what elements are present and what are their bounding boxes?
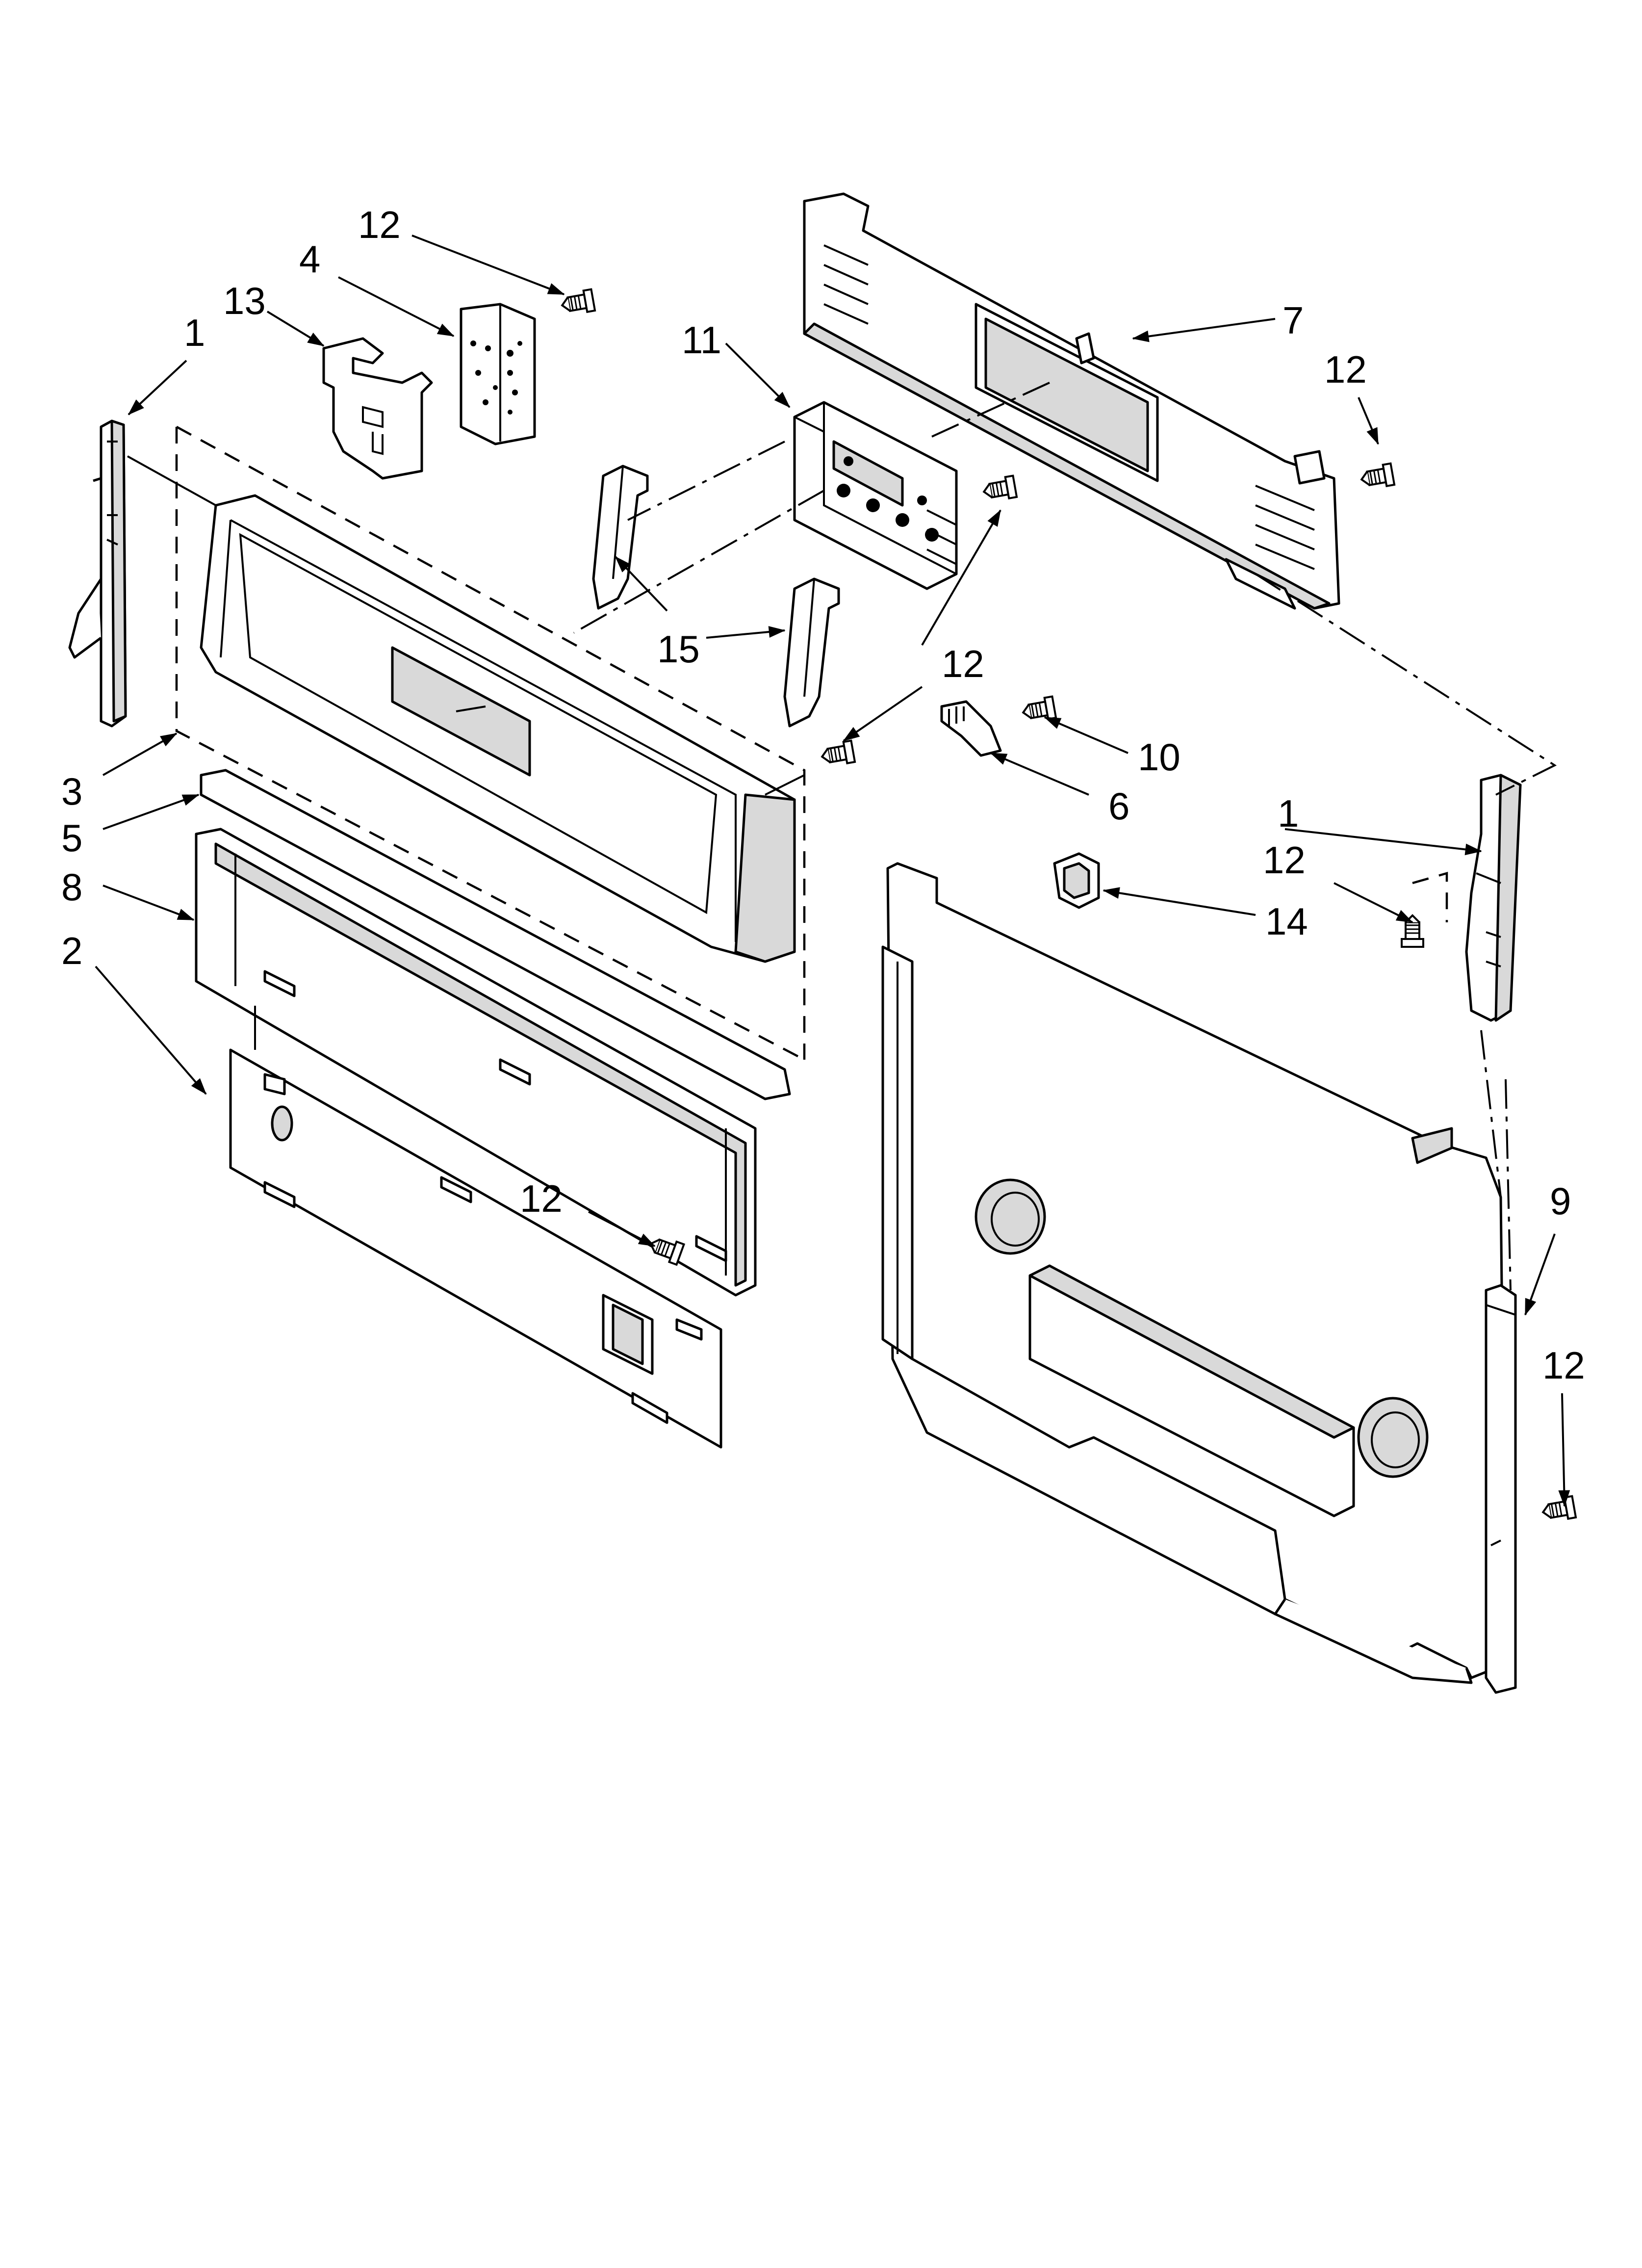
callout-12: 12 [1542,1344,1585,1387]
callout-12: 12 [358,203,401,246]
callout-9: 9 [1550,1179,1571,1223]
callout-2: 2 [61,929,82,972]
callout-3: 3 [61,770,82,813]
end-cap-upper [592,465,649,610]
screw-console [819,739,856,769]
screw-frame [1540,1495,1577,1524]
callout-15: 15 [657,627,700,671]
access-panel [229,1048,722,1449]
small-bracket [940,700,1002,757]
screw-rear-right [1359,462,1396,492]
assembly-line-f [1480,1030,1502,1198]
side-bracket-left [68,419,127,728]
callout-11: 11 [682,318,721,362]
rear-panel [803,192,1340,610]
callout-1: 1 [184,311,205,354]
end-cap-lower [783,577,840,728]
mount-bracket [322,337,433,480]
callout-10: 10 [1138,735,1180,779]
callout-5: 5 [61,816,82,860]
callout-14: 14 [1265,900,1308,943]
control-board [460,303,536,445]
wire-clip [1053,852,1100,909]
electronic-control-module [793,401,958,590]
callout-6: 6 [1108,784,1129,828]
assembly-line-a [627,441,785,521]
callout-4: 4 [299,237,320,281]
assembly-line-c [931,382,1050,438]
lower-trim-strip [200,769,791,1100]
callout-1: 1 [1278,792,1299,835]
assembly-line-d [1255,573,1557,796]
callout-12: 12 [520,1177,563,1220]
callout-13: 13 [223,279,266,322]
callout-12: 12 [1263,838,1306,882]
screw-top [559,288,596,317]
callout-12: 12 [1324,348,1367,391]
screw-side-right [1401,914,1424,948]
callout-12: 12 [942,642,984,685]
assembly-line-g [127,455,805,1050]
callout-8: 8 [61,865,82,909]
side-bracket-right [1412,774,1522,1022]
callout-7: 7 [1283,299,1304,342]
control-panel-console [200,494,796,963]
callout-labels: 12 4 13 1 11 7 12 15 12 10 3 6 5 1 8 12 … [61,203,1585,1387]
support-channel [195,828,757,1297]
assembly-line-b [573,490,824,634]
oven-front-frame [881,862,1517,1694]
assembly-line-e [1505,1079,1512,1291]
leader-lines [95,235,1570,1507]
assembly-outline [175,426,806,1061]
screw-module [981,474,1018,504]
